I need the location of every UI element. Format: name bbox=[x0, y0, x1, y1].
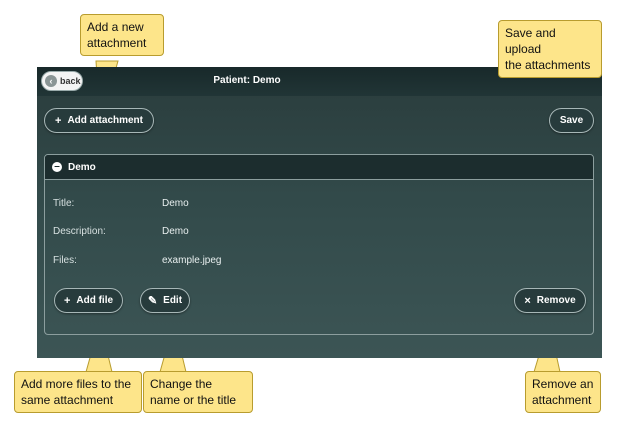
callout-line: Add more files to the bbox=[21, 377, 132, 391]
callout-remove: Remove an attachment bbox=[525, 371, 601, 413]
edit-button[interactable]: ✎ Edit bbox=[140, 288, 190, 313]
field-value: Demo bbox=[162, 198, 189, 209]
add-attachment-label: Add attachment bbox=[67, 115, 143, 126]
attachment-panel: – Demo Title: Demo Description: Demo Fil… bbox=[44, 154, 594, 335]
callout-line: same attachment bbox=[21, 393, 114, 407]
add-attachment-button[interactable]: + Add attachment bbox=[44, 108, 154, 133]
add-file-label: Add file bbox=[76, 295, 114, 306]
page-title: Patient: Demo bbox=[213, 75, 281, 86]
field-label: Title: bbox=[53, 198, 75, 209]
back-label: back bbox=[60, 76, 81, 86]
save-label: Save bbox=[559, 115, 584, 126]
callout-line: attachment bbox=[532, 393, 592, 407]
callout-line: the attachments bbox=[505, 58, 591, 72]
attachment-panel-header[interactable]: – Demo bbox=[45, 155, 593, 180]
plus-icon: + bbox=[63, 294, 71, 307]
callout-edit: Change the name or the title bbox=[143, 371, 253, 413]
back-button[interactable]: ‹ back bbox=[41, 71, 83, 91]
callout-line: Add a new bbox=[87, 20, 144, 34]
field-value: Demo bbox=[162, 226, 189, 237]
callout-add-attachment: Add a new attachment bbox=[80, 14, 164, 56]
plus-icon: + bbox=[55, 114, 62, 127]
edit-label: Edit bbox=[163, 295, 183, 306]
add-file-button[interactable]: + Add file bbox=[54, 288, 123, 313]
callout-save: Save and upload the attachments bbox=[498, 20, 602, 78]
pencil-icon: ✎ bbox=[147, 295, 158, 307]
attachment-name: Demo bbox=[68, 161, 96, 173]
callout-line: Save and upload bbox=[505, 26, 556, 56]
callout-add-file: Add more files to the same attachment bbox=[14, 371, 142, 413]
remove-label: Remove bbox=[536, 295, 576, 306]
chevron-left-circle-icon: ‹ bbox=[45, 75, 57, 87]
save-button[interactable]: Save bbox=[549, 108, 594, 133]
remove-button[interactable]: × Remove bbox=[514, 288, 586, 313]
field-value: example.jpeg bbox=[162, 255, 222, 266]
callout-line: Change the bbox=[150, 377, 213, 391]
callout-line: Remove an bbox=[532, 377, 594, 391]
field-label: Files: bbox=[53, 255, 77, 266]
app-window: Patient: Demo ‹ back + Add attachment Sa… bbox=[37, 67, 602, 358]
minus-circle-icon: – bbox=[52, 162, 62, 172]
callout-line: name or the title bbox=[150, 393, 237, 407]
callout-line: attachment bbox=[87, 36, 147, 50]
x-icon: × bbox=[524, 294, 531, 307]
field-label: Description: bbox=[53, 226, 106, 237]
